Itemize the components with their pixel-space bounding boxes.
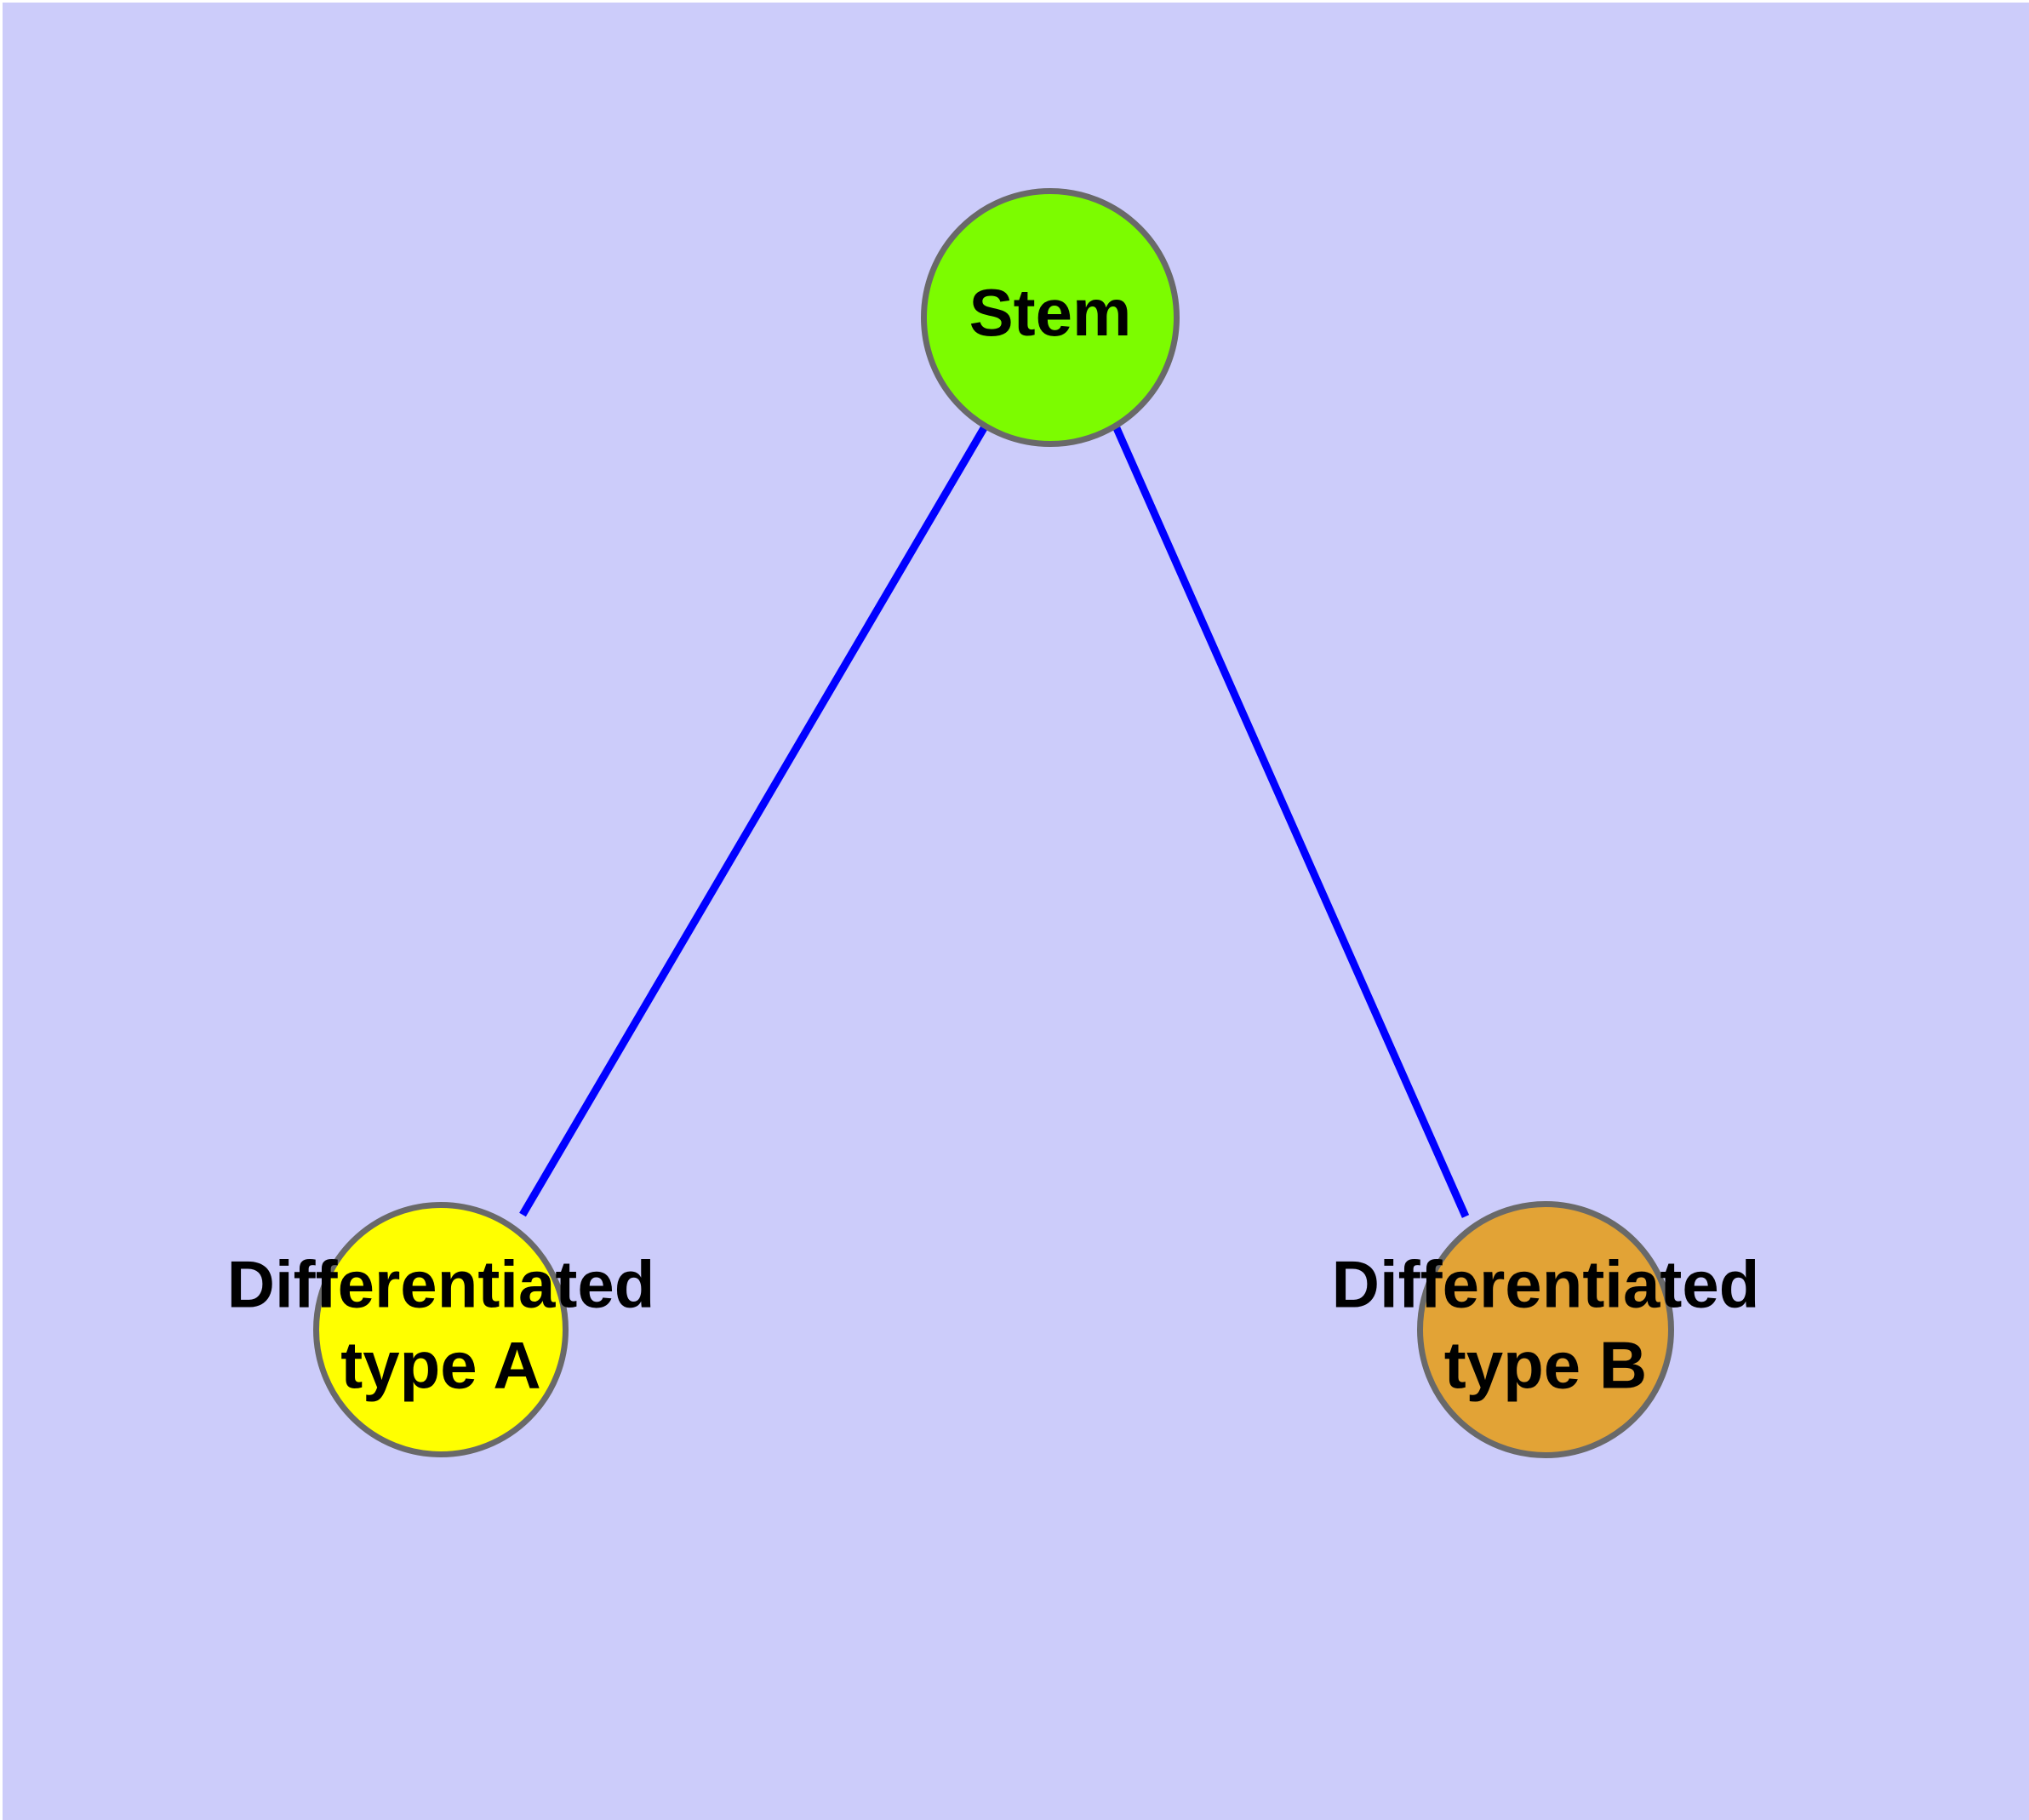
node-label-line: Stem bbox=[969, 275, 1132, 350]
edge-stem-diff-b[interactable] bbox=[1112, 426, 1470, 1218]
node-label-line: Differentiated bbox=[1332, 1246, 1760, 1321]
node-label-stem: Stem bbox=[969, 275, 1132, 350]
nodes-layer bbox=[313, 188, 1674, 1458]
node-label-line: type B bbox=[1444, 1327, 1647, 1402]
node-label-line: Differentiated bbox=[227, 1246, 655, 1321]
node-circle-diff_a[interactable] bbox=[313, 1202, 569, 1457]
edge-stem-diff-a[interactable] bbox=[519, 426, 987, 1217]
node-label-line: type A bbox=[340, 1327, 541, 1402]
edges-layer bbox=[519, 426, 1470, 1218]
node-circle-stem[interactable] bbox=[921, 188, 1180, 447]
node-circle-diff_b[interactable] bbox=[1417, 1201, 1674, 1458]
